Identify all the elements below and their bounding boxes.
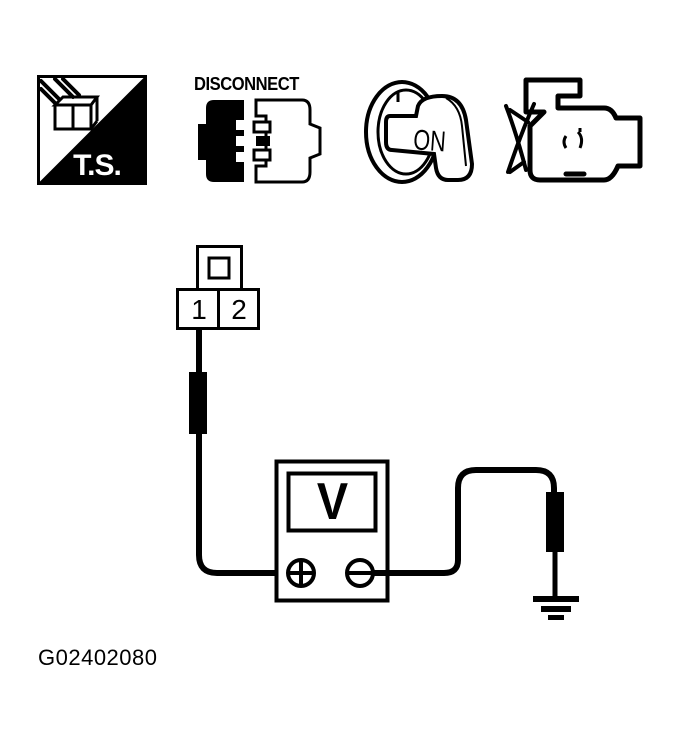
voltmeter (274, 459, 390, 603)
troubleshoot-icon: T.S. (37, 75, 147, 185)
voltmeter-display: V (316, 473, 349, 531)
disconnect-label: DISCONNECT (194, 74, 299, 94)
connector (176, 245, 260, 330)
negative-probe (546, 492, 564, 552)
figure-id: G02402080 (38, 645, 158, 670)
engine-off-icon (504, 77, 643, 183)
disconnect-connector-icon (198, 98, 322, 184)
ignition-key-on-icon: ON (364, 80, 475, 184)
ignition-on-label: ON (412, 124, 447, 158)
troubleshoot-label: T.S. (73, 149, 121, 182)
terminal-1-label: 1 (191, 294, 207, 325)
ground-icon (533, 596, 579, 620)
terminal-2-label: 2 (231, 294, 247, 325)
positive-probe (189, 372, 207, 434)
